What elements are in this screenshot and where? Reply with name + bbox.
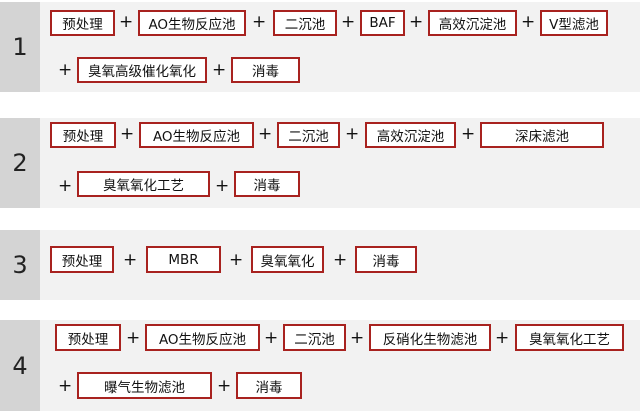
plus-sign: + (258, 124, 273, 144)
plus-sign: + (58, 176, 73, 196)
step-box: 高效沉淀池 (428, 10, 517, 36)
scheme-panel-3 (40, 230, 640, 300)
plus-sign: + (58, 60, 73, 80)
step-box: 二沉池 (283, 324, 346, 351)
plus-sign: + (264, 328, 279, 348)
step-box: AO生物反应池 (138, 10, 246, 36)
plus-sign: + (123, 250, 138, 270)
plus-sign: + (215, 176, 230, 196)
plus-sign: + (521, 12, 536, 32)
plus-sign: + (120, 124, 135, 144)
scheme-number-2: 2 (0, 118, 40, 208)
step-box: 二沉池 (277, 122, 340, 148)
step-box: 二沉池 (273, 10, 337, 36)
plus-sign: + (58, 376, 73, 396)
plus-sign: + (350, 328, 365, 348)
step-box: BAF (360, 10, 405, 36)
plus-sign: + (212, 60, 227, 80)
plus-sign: + (217, 376, 232, 396)
scheme-number-4: 4 (0, 320, 40, 411)
plus-sign: + (409, 12, 424, 32)
step-box: 深床滤池 (480, 122, 604, 148)
step-box: 曝气生物滤池 (77, 372, 212, 399)
scheme-number-3: 3 (0, 230, 40, 300)
step-box: 消毒 (355, 246, 417, 273)
step-box: 臭氧氧化工艺 (515, 324, 624, 351)
step-box: AO生物反应池 (145, 324, 260, 351)
step-box: 预处理 (50, 122, 116, 148)
step-box: 预处理 (50, 10, 115, 36)
plus-sign: + (252, 12, 267, 32)
step-box: 反硝化生物滤池 (369, 324, 491, 351)
step-box: 消毒 (234, 171, 300, 197)
step-box: 消毒 (236, 372, 302, 399)
step-box: MBR (146, 246, 221, 273)
plus-sign: + (126, 328, 141, 348)
plus-sign: + (333, 250, 348, 270)
plus-sign: + (341, 12, 356, 32)
step-box: 臭氧高级催化氧化 (77, 57, 207, 83)
step-box: 预处理 (50, 246, 114, 273)
plus-sign: + (461, 124, 476, 144)
step-box: AO生物反应池 (139, 122, 254, 148)
plus-sign: + (229, 250, 244, 270)
scheme-number-1: 1 (0, 2, 40, 92)
scheme-row-4: 4 预处理 + AO生物反应池 + 二沉池 + 反硝化生物滤池 + 臭氧氧化工艺… (0, 320, 640, 411)
plus-sign: + (345, 124, 360, 144)
plus-sign: + (119, 12, 134, 32)
scheme-row-3: 3 预处理 + MBR + 臭氧氧化 + 消毒 (0, 230, 640, 300)
step-box: V型滤池 (540, 10, 608, 36)
step-box: 消毒 (231, 57, 300, 83)
step-box: 臭氧氧化工艺 (77, 171, 210, 197)
step-box: 臭氧氧化 (251, 246, 324, 273)
scheme-row-2: 2 预处理 + AO生物反应池 + 二沉池 + 高效沉淀池 + 深床滤池 + 臭… (0, 118, 640, 208)
plus-sign: + (495, 328, 510, 348)
scheme-row-1: 1 预处理 + AO生物反应池 + 二沉池 + BAF + 高效沉淀池 + V型… (0, 2, 640, 92)
step-box: 高效沉淀池 (365, 122, 456, 148)
step-box: 预处理 (55, 324, 121, 351)
